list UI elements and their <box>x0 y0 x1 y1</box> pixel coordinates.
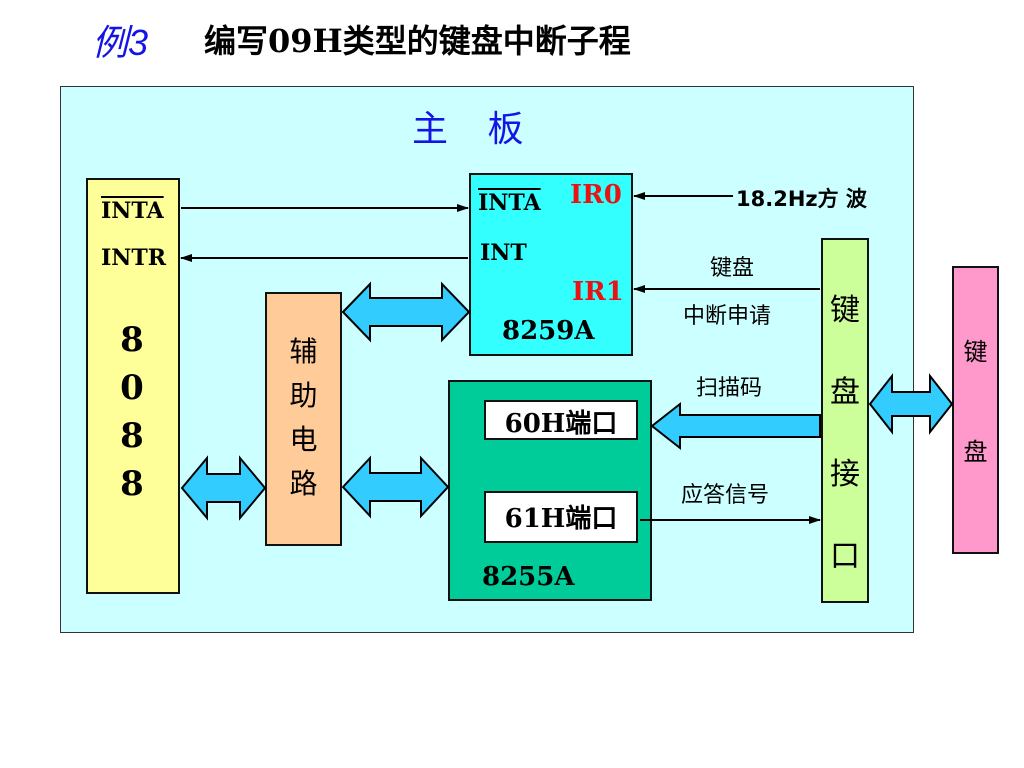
bus-arrow-kbif-to-kbd <box>868 373 954 435</box>
keyboard-interface-block <box>821 238 869 603</box>
keyboard-block <box>952 266 999 554</box>
cpu-intr-label: INTR <box>101 245 167 271</box>
kb-interrupt-label-line2: 中断申请 <box>683 304 772 329</box>
cpu-8088-block <box>86 178 180 594</box>
port-60h-box <box>484 400 638 440</box>
port-61h-box <box>484 491 638 543</box>
ack-signal-label: 应答信号 <box>681 483 770 508</box>
cpu-inta-label: INTA <box>101 198 164 224</box>
aux-circuit-label: 辅助电路 <box>289 335 318 500</box>
ir1-label: IR1 <box>572 277 624 307</box>
pic-inta-label: INTA <box>478 190 541 216</box>
scan-code-arrow <box>650 401 821 451</box>
pic-int-label: INT <box>480 240 527 266</box>
ir0-label: IR0 <box>570 180 622 210</box>
port-61h-label: 61H端口 <box>504 504 618 534</box>
pic-name-label: 8259A <box>502 316 595 346</box>
pic-8259a-block <box>469 173 633 356</box>
mainboard-label: 主 板 <box>412 109 538 150</box>
keyboard-label: 键盘 <box>963 338 988 466</box>
bus-arrow-aux-to-ppi <box>341 455 450 519</box>
timer-signal-label: 18.2Hz方 波 <box>736 187 867 211</box>
kb-interrupt-label-line1: 键盘 <box>710 256 755 281</box>
port-60h-label: 60H端口 <box>504 409 618 439</box>
bus-arrow-aux-to-pic <box>341 281 471 343</box>
ppi-name-label: 8255A <box>482 562 575 592</box>
example-label: 例3 <box>92 22 149 63</box>
scan-code-label: 扫描码 <box>696 376 763 401</box>
bus-arrow-cpu-to-aux <box>180 455 267 521</box>
page-title: 编写09H类型的键盘中断子程 <box>204 22 631 60</box>
aux-circuit-block <box>265 292 342 546</box>
keyboard-interface-label: 键盘接口 <box>830 293 860 574</box>
